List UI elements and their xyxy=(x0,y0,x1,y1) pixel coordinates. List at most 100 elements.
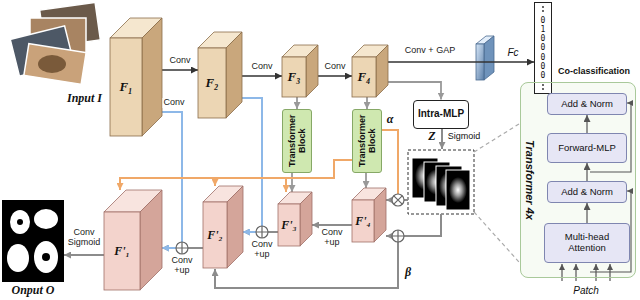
panel-ground xyxy=(520,82,636,278)
feature-map: F₃ xyxy=(282,45,318,97)
slab-face: F'₁ xyxy=(104,212,140,290)
product-symbol xyxy=(392,194,404,206)
output-mask xyxy=(34,209,58,229)
slab-face: F₄ xyxy=(352,57,376,97)
product-symbol xyxy=(394,196,402,204)
slab-face: F₂ xyxy=(198,48,226,118)
feature-map: F₄ xyxy=(352,45,388,97)
sum-symbol xyxy=(176,242,188,254)
connector xyxy=(162,69,198,70)
figure-label: Sigmoid xyxy=(448,132,481,142)
connector xyxy=(120,160,352,190)
decoder-map: F'₃ xyxy=(278,192,312,246)
slab-face: F'₄ xyxy=(352,200,374,242)
slab-face: F'₂ xyxy=(203,202,227,268)
decoder-map: F'₂ xyxy=(203,186,243,268)
layer-box: Add & Norm xyxy=(547,181,627,203)
layer-box: Forward-MLP xyxy=(547,133,627,163)
connector xyxy=(242,98,262,232)
product-symbol xyxy=(392,194,404,206)
zoom-lines xyxy=(474,212,519,262)
layer-box: Multi-head Attention xyxy=(544,223,630,263)
alpha-line xyxy=(382,130,398,194)
node-text: 0100000 xyxy=(541,16,546,80)
sum-symbol xyxy=(256,226,268,238)
edge-label: Conv xyxy=(162,98,185,108)
edge-label: Conv xyxy=(323,62,346,72)
output-mask xyxy=(10,210,30,234)
node-text: Transformer 4x xyxy=(524,140,536,220)
alpha-line xyxy=(382,130,398,194)
zoom-lines xyxy=(474,124,519,262)
slab-shape xyxy=(227,186,243,268)
slab-shape xyxy=(142,18,162,136)
connector xyxy=(586,163,587,181)
edge-label: Conv +up xyxy=(250,240,273,260)
connector xyxy=(162,112,182,248)
sum-symbol xyxy=(176,242,188,254)
node-text: F'₂ xyxy=(207,228,223,243)
vector-dots xyxy=(542,84,544,86)
output-mask xyxy=(34,241,58,273)
edge-label: Conv +up xyxy=(320,228,343,248)
connector xyxy=(388,61,534,62)
connector xyxy=(586,115,587,133)
decoder-map: F'₄ xyxy=(352,188,386,242)
slab-shape xyxy=(226,32,242,118)
fusion-lines xyxy=(386,235,392,237)
edge-label: Conv + GAP xyxy=(404,46,456,56)
output-mask xyxy=(2,200,64,282)
slab-shape xyxy=(282,57,306,97)
connector xyxy=(318,75,352,76)
transformer-block: Transformer Block xyxy=(352,109,382,173)
attention-maps xyxy=(408,150,474,214)
output-mask: Onput O xyxy=(2,198,64,298)
connector xyxy=(365,173,367,188)
slab-shape xyxy=(306,45,318,97)
attention-maps xyxy=(446,170,470,210)
sigmoid-arrow xyxy=(441,129,443,149)
node-text: Transformer Block xyxy=(357,112,378,170)
slab-shape xyxy=(110,18,162,136)
sigmoid-arrow xyxy=(442,129,443,149)
layer-box: Add & Norm xyxy=(547,93,627,115)
feature-map: F₁ xyxy=(110,18,162,136)
connector xyxy=(312,224,352,226)
output-mask xyxy=(42,253,50,261)
class-vector: 0100000 xyxy=(534,2,552,94)
node-text: Onput O xyxy=(2,283,64,298)
input-photos xyxy=(10,2,100,84)
slab-shape xyxy=(203,202,227,268)
node-text: F'₃ xyxy=(281,218,297,233)
node-text: F₁ xyxy=(119,79,132,95)
node-text: Add & Norm xyxy=(559,99,615,110)
attention-maps xyxy=(449,177,467,203)
transformer-block: Transformer Block xyxy=(282,109,312,173)
node-text: F'₄ xyxy=(355,214,371,229)
slab-shape xyxy=(110,38,142,136)
edge-label: Conv Sigmoid xyxy=(67,228,102,248)
output-mask xyxy=(7,244,29,272)
patch-arrows xyxy=(575,264,576,281)
slab-shape xyxy=(198,32,242,118)
node-text: F₃ xyxy=(287,69,300,85)
slab-shape xyxy=(374,188,386,242)
node-text: Add & Norm xyxy=(559,187,615,198)
slab-face: F₁ xyxy=(110,38,142,136)
slab-shape xyxy=(300,192,312,246)
output-mask xyxy=(17,219,23,225)
sum-symbol xyxy=(392,230,404,242)
slab-shape xyxy=(352,200,374,242)
sum-symbol xyxy=(392,230,404,242)
sum-symbol xyxy=(176,242,188,254)
edge-label: Conv xyxy=(250,62,273,72)
attention-maps xyxy=(408,150,474,214)
feature-map: F₂ xyxy=(198,32,242,118)
edge-label: Conv +up xyxy=(170,256,193,276)
input-images: Input I xyxy=(4,2,104,106)
sum-symbol xyxy=(392,230,404,242)
figure-label: β xyxy=(405,266,411,279)
zoom-lines xyxy=(474,124,519,152)
slab-shape xyxy=(376,45,388,97)
figure-label: Co-classification xyxy=(558,67,630,77)
